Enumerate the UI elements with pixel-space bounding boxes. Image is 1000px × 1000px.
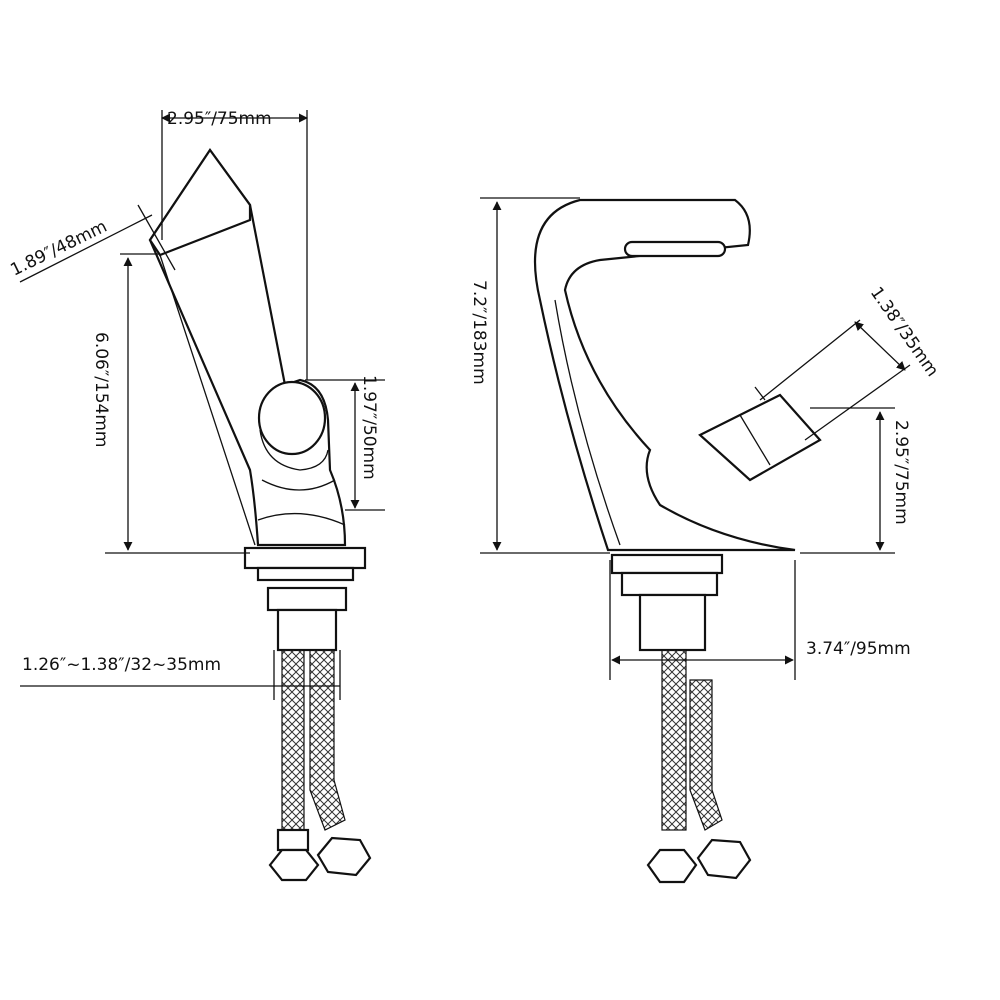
side-height-label: 6.06″/154mm bbox=[91, 332, 111, 448]
side-spout-depth-label: 2.95″/75mm bbox=[167, 109, 272, 129]
side-hole-diameter-label: 1.26″~1.38″/32~35mm bbox=[22, 655, 221, 675]
side-spout-width-label: 1.89″/48mm bbox=[7, 217, 110, 281]
front-view-dimension-lines bbox=[480, 197, 911, 680]
front-view-faucet bbox=[533, 198, 822, 884]
front-total-height-label: 7.2″/183mm bbox=[469, 280, 489, 385]
side-handle-height-label: 1.97″/50mm bbox=[359, 375, 379, 480]
side-view-dimension-lines bbox=[19, 110, 385, 700]
front-base-width-label: 3.74″/95mm bbox=[806, 639, 911, 659]
front-handle-height-label: 2.95″/75mm bbox=[891, 420, 911, 525]
side-view-faucet bbox=[148, 148, 372, 882]
front-handle-diameter-label: 1.38″/35mm bbox=[866, 283, 942, 380]
